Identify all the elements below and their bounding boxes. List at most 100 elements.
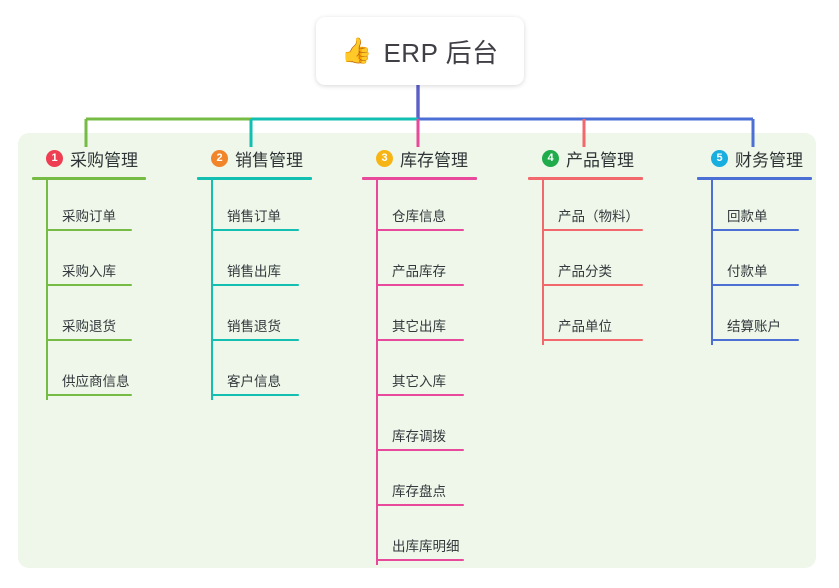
child-item-rule xyxy=(376,449,464,451)
column-2: 2 销售管理销售订单销售出库销售退货客户信息 xyxy=(197,145,312,400)
child-item-rule xyxy=(542,339,643,341)
child-item[interactable]: 结算账户 xyxy=(697,290,812,345)
child-item-label: 回款单 xyxy=(727,209,768,224)
child-item[interactable]: 产品库存 xyxy=(362,235,477,290)
child-item[interactable]: 采购退货 xyxy=(32,290,146,345)
child-item-rule xyxy=(211,229,299,231)
column-header-5[interactable]: 5 财务管理 xyxy=(697,145,812,172)
child-item-rule xyxy=(711,229,799,231)
column-children: 产品（物料） 产品分类产品单位 xyxy=(528,180,643,345)
child-item-rule xyxy=(376,559,464,561)
child-item-label: 销售订单 xyxy=(227,209,281,224)
root-title: ERP 后台 xyxy=(383,37,499,68)
child-item-label: 结算账户 xyxy=(727,319,781,334)
child-item-rule xyxy=(376,504,464,506)
child-item-rule xyxy=(211,339,299,341)
column-children: 销售订单销售出库销售退货客户信息 xyxy=(197,180,312,400)
column-number-badge: 3 xyxy=(376,150,393,167)
child-spine xyxy=(376,180,378,565)
root-node[interactable]: 👍 ERP 后台 xyxy=(316,17,524,85)
column-header-1[interactable]: 1 采购管理 xyxy=(32,145,146,172)
column-4: 4 产品管理产品（物料） 产品分类产品单位 xyxy=(528,145,643,345)
column-number-badge: 2 xyxy=(211,150,228,167)
child-item-label: 销售出库 xyxy=(227,264,281,279)
child-item-rule xyxy=(376,229,464,231)
child-item-label: 客户信息 xyxy=(227,374,281,389)
child-item[interactable]: 库存调拨 xyxy=(362,400,477,455)
child-item-label: 库存盘点 xyxy=(392,484,446,499)
child-item-label: 付款单 xyxy=(727,264,768,279)
child-item-rule xyxy=(46,394,132,396)
column-title: 库存管理 xyxy=(400,151,468,170)
column-header-3[interactable]: 3 库存管理 xyxy=(362,145,477,172)
child-item[interactable]: 销售出库 xyxy=(197,235,312,290)
child-item[interactable]: 库存盘点 xyxy=(362,455,477,510)
child-item-label: 库存调拨 xyxy=(392,429,446,444)
column-3: 3 库存管理仓库信息产品库存其它出库其它入库库存调拨库存盘点出库库明细 xyxy=(362,145,477,565)
child-item-label: 出库库明细 xyxy=(392,539,460,554)
child-spine xyxy=(211,180,213,400)
column-title: 产品管理 xyxy=(566,151,634,170)
child-item-rule xyxy=(376,394,464,396)
child-item[interactable]: 出库库明细 xyxy=(362,510,477,565)
child-item[interactable]: 供应商信息 xyxy=(32,345,146,400)
child-item-label: 其它入库 xyxy=(392,374,446,389)
child-item[interactable]: 产品（物料） xyxy=(528,180,643,235)
column-1: 1 采购管理采购订单采购入库采购退货供应商信息 xyxy=(32,145,146,400)
child-item-rule xyxy=(46,284,132,286)
child-item-rule xyxy=(542,229,643,231)
child-item[interactable]: 其它入库 xyxy=(362,345,477,400)
child-item[interactable]: 采购订单 xyxy=(32,180,146,235)
child-item-label: 产品单位 xyxy=(558,319,612,334)
column-title: 财务管理 xyxy=(735,151,803,170)
child-item[interactable]: 付款单 xyxy=(697,235,812,290)
column-number-badge: 1 xyxy=(46,150,63,167)
column-header-rule xyxy=(362,177,477,180)
child-spine xyxy=(46,180,48,400)
thumbs-up-icon: 👍 xyxy=(341,36,373,65)
child-item[interactable]: 客户信息 xyxy=(197,345,312,400)
child-item-rule xyxy=(46,229,132,231)
child-item[interactable]: 采购入库 xyxy=(32,235,146,290)
child-item-rule xyxy=(376,339,464,341)
column-title: 销售管理 xyxy=(235,151,303,170)
child-item[interactable]: 销售订单 xyxy=(197,180,312,235)
column-number-badge: 5 xyxy=(711,150,728,167)
column-title: 采购管理 xyxy=(70,151,138,170)
child-item-rule xyxy=(711,339,799,341)
child-item-label: 销售退货 xyxy=(227,319,281,334)
column-5: 5 财务管理回款单付款单结算账户 xyxy=(697,145,812,345)
column-header-2[interactable]: 2 销售管理 xyxy=(197,145,312,172)
column-header-rule xyxy=(528,177,643,180)
child-item[interactable]: 回款单 xyxy=(697,180,812,235)
child-item[interactable]: 其它出库 xyxy=(362,290,477,345)
child-spine xyxy=(711,180,713,345)
child-item-rule xyxy=(376,284,464,286)
column-header-rule xyxy=(32,177,146,180)
child-item-label: 其它出库 xyxy=(392,319,446,334)
column-number-badge: 4 xyxy=(542,150,559,167)
column-header-rule xyxy=(697,177,812,180)
child-item[interactable]: 产品分类 xyxy=(528,235,643,290)
child-item[interactable]: 销售退货 xyxy=(197,290,312,345)
column-children: 采购订单采购入库采购退货供应商信息 xyxy=(32,180,146,400)
child-item-label: 采购入库 xyxy=(62,264,116,279)
child-item-rule xyxy=(211,284,299,286)
child-item-label: 产品库存 xyxy=(392,264,446,279)
diagram-panel xyxy=(18,133,816,568)
child-spine xyxy=(542,180,544,345)
child-item-label: 产品（物料） xyxy=(558,209,639,224)
column-header-4[interactable]: 4 产品管理 xyxy=(528,145,643,172)
column-header-rule xyxy=(197,177,312,180)
column-children: 仓库信息产品库存其它出库其它入库库存调拨库存盘点出库库明细 xyxy=(362,180,477,565)
child-item-rule xyxy=(211,394,299,396)
child-item[interactable]: 仓库信息 xyxy=(362,180,477,235)
child-item[interactable]: 产品单位 xyxy=(528,290,643,345)
child-item-rule xyxy=(711,284,799,286)
child-item-label: 仓库信息 xyxy=(392,209,446,224)
child-item-label: 采购订单 xyxy=(62,209,116,224)
child-item-rule xyxy=(46,339,132,341)
child-item-label: 供应商信息 xyxy=(62,374,130,389)
column-children: 回款单付款单结算账户 xyxy=(697,180,812,345)
